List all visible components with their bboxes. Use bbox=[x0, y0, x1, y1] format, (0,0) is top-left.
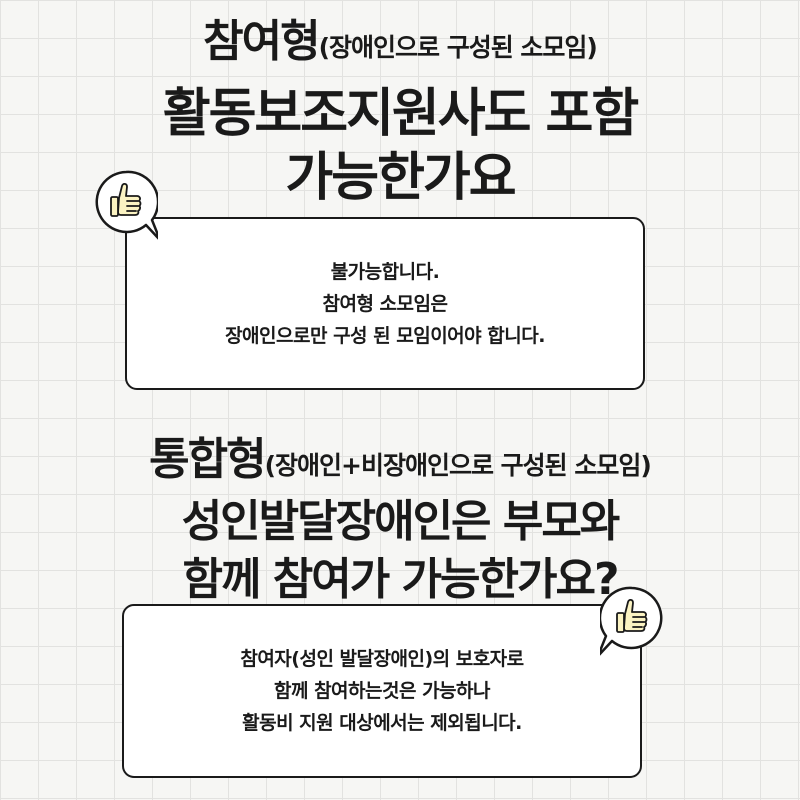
section-title-paren: (장애인으로 구성된 소모임) bbox=[318, 33, 598, 62]
thumbs-up-icon bbox=[95, 170, 158, 240]
answer-line: 함께 참여하는것은 가능하나 bbox=[274, 680, 491, 702]
section-title: 통합형(장애인+비장애인으로 구성된 소모임) bbox=[0, 438, 800, 482]
question-line-1: 활동보조지원사도 포함 bbox=[162, 84, 640, 144]
answer-line: 불가능합니다. bbox=[330, 260, 440, 283]
section-title-main: 통합형 bbox=[149, 434, 266, 485]
section-title-main: 참여형 bbox=[203, 16, 320, 67]
faq-section-integrated: 통합형(장애인+비장애인으로 구성된 소모임) 성인발달장애인은 부모와 함께 … bbox=[0, 420, 800, 800]
answer-bubble: 참여자(성인 발달장애인)의 보호자로 함께 참여하는것은 가능하나 활동비 지… bbox=[122, 604, 642, 778]
question-line-2: 함께 참여가 가능한가요? bbox=[182, 554, 620, 605]
answer-line: 장애인으로만 구성 된 모임이어야 합니다. bbox=[225, 324, 545, 347]
section-title-paren: (장애인+비장애인으로 구성된 소모임) bbox=[264, 451, 652, 480]
thumbs-up-icon bbox=[600, 586, 663, 656]
question-line-1: 성인발달장애인은 부모와 bbox=[181, 496, 621, 547]
answer-bubble: 불가능합니다. 참여형 소모임은 장애인으로만 구성 된 모임이어야 합니다. bbox=[125, 217, 645, 390]
answer-line: 활동비 지원 대상에서는 제외됩니다. bbox=[242, 712, 522, 734]
answer-line: 참여자(성인 발달장애인)의 보호자로 bbox=[240, 648, 524, 670]
answer-line: 참여형 소모임은 bbox=[322, 292, 448, 315]
faq-section-participatory: 참여형(장애인으로 구성된 소모임) 활동보조지원사도 포함 가능한가요 불가능… bbox=[0, 20, 800, 390]
question-line-2: 가능한가요 bbox=[285, 148, 516, 208]
section-title: 참여형(장애인으로 구성된 소모임) bbox=[0, 20, 800, 64]
